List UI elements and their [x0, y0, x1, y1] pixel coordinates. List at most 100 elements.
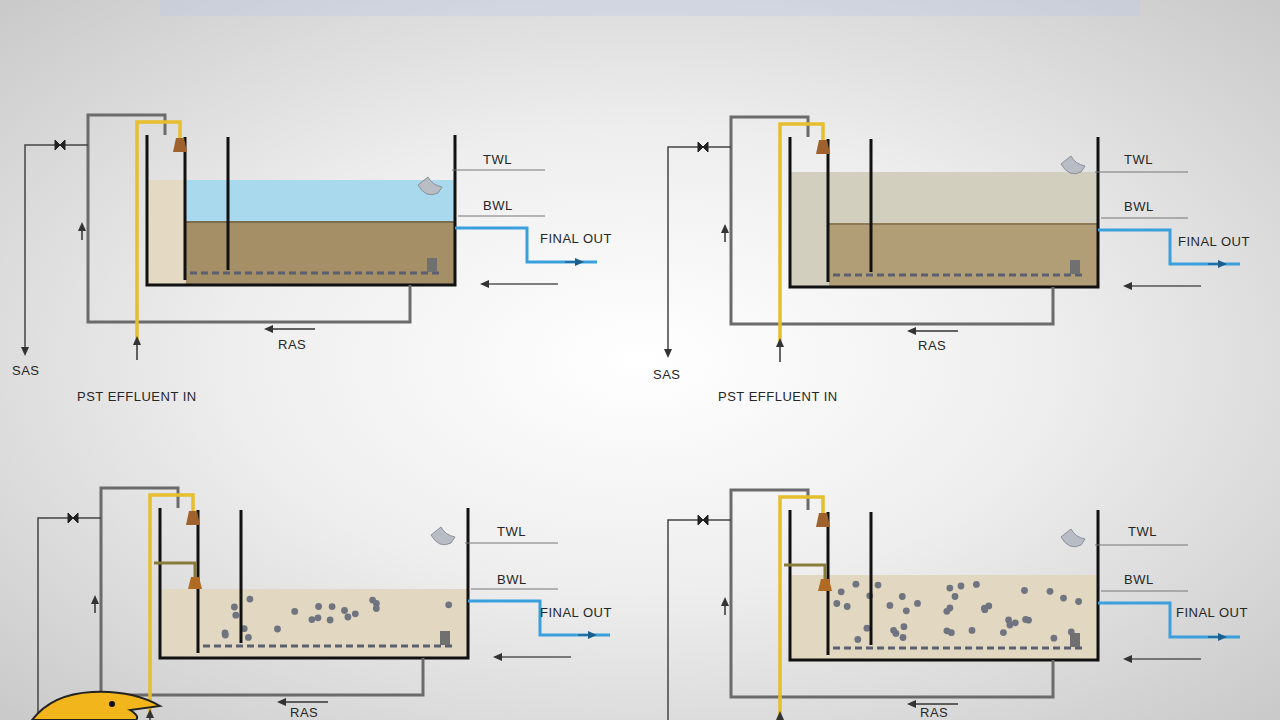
air-bubble: [329, 603, 336, 610]
valve: [698, 142, 708, 152]
valve: [55, 140, 65, 150]
air-bubble: [969, 627, 976, 634]
return-arrow-line: [1129, 285, 1201, 287]
twl-label: TWL: [1128, 524, 1157, 539]
valve: [698, 515, 708, 525]
air-bubble: [1060, 595, 1067, 602]
air-bubble: [946, 585, 953, 592]
air-bubble: [890, 627, 897, 634]
inlet-nozzle: [816, 140, 830, 154]
decanter: [1061, 529, 1085, 547]
baffle-wall: [227, 137, 230, 270]
sbr-tank-panel: [664, 490, 1240, 720]
air-bubble: [247, 596, 254, 603]
return-arrow-line: [1129, 658, 1201, 660]
inlet-nozzle: [818, 579, 832, 591]
air-bubble: [445, 601, 452, 608]
return-arrow-line: [486, 283, 558, 285]
air-bubble: [833, 600, 840, 607]
inlet-nozzle: [188, 577, 202, 589]
air-bubble: [899, 593, 906, 600]
ras-arrow: [283, 701, 328, 703]
eagle-eye: [109, 701, 115, 707]
sbr-tank-panel: [21, 115, 597, 360]
bwl-label: BWL: [1124, 572, 1154, 587]
influent-pipe: [780, 124, 823, 347]
return-arrow-head: [1123, 282, 1132, 290]
heading-band: [160, 0, 1140, 16]
air-bubble: [245, 634, 252, 641]
ras-arrow: [913, 703, 958, 705]
bwl-label: BWL: [483, 198, 513, 213]
settled-sludge: [829, 224, 1097, 287]
ras-label: RAS: [278, 337, 306, 352]
flow-arrow: [78, 222, 86, 231]
baffle-wall: [240, 510, 243, 643]
air-bubble: [1021, 587, 1028, 594]
sas-label: SAS: [653, 367, 681, 382]
air-bubble: [352, 610, 359, 617]
baffle-wall: [870, 512, 873, 645]
diffuser-grid: [833, 274, 1083, 277]
decanter: [1061, 156, 1085, 174]
air-bubble: [973, 581, 980, 588]
tank-wall: [147, 135, 455, 285]
tank-wall: [790, 510, 1098, 660]
influent-label: PST EFFLUENT IN: [718, 389, 838, 404]
bwl-line: [458, 216, 545, 217]
pump: [1070, 633, 1080, 647]
return-arrow-head: [1123, 655, 1132, 663]
tank-wall: [790, 137, 1098, 287]
pump: [440, 631, 450, 645]
air-bubble: [222, 632, 229, 639]
sas-label: SAS: [12, 363, 40, 378]
return-arrow-head: [493, 653, 502, 661]
valve: [68, 513, 78, 523]
outlet-arrow: [565, 261, 578, 263]
sas-arrow: [664, 349, 672, 358]
air-bubble: [981, 606, 988, 613]
flow-arrow: [91, 595, 99, 604]
air-bubble: [887, 602, 894, 609]
mixed-liquor: [148, 180, 454, 285]
air-bubble: [345, 614, 352, 621]
baffle-wall: [184, 137, 187, 280]
ras-arrow: [907, 327, 916, 335]
ras-label: RAS: [920, 705, 948, 720]
air-bubble: [875, 582, 882, 589]
final-out-label: FINAL OUT: [540, 231, 612, 246]
bwl-line: [471, 589, 558, 590]
mixed-liquor: [791, 575, 1097, 660]
influent-arrow: [776, 338, 784, 347]
twl-label: TWL: [497, 524, 526, 539]
air-bubble: [373, 605, 380, 612]
influent-pipe: [780, 497, 823, 720]
air-bubble: [315, 603, 322, 610]
outlet-arrow: [1208, 636, 1221, 638]
influent-branch: [154, 563, 195, 579]
sas-line: [38, 518, 101, 720]
flow-arrow: [721, 224, 729, 233]
selector-zone: [148, 180, 185, 285]
air-bubble: [1047, 588, 1054, 595]
return-arrow-line: [499, 656, 571, 658]
decanter: [431, 527, 455, 545]
air-bubble: [853, 581, 860, 588]
influent-pipe: [137, 122, 180, 345]
ras-label: RAS: [290, 705, 318, 720]
bwl-label: BWL: [497, 572, 527, 587]
air-bubble: [309, 616, 316, 623]
mixed-liquor: [161, 589, 467, 658]
diffuser-grid: [203, 645, 453, 648]
air-bubble: [315, 614, 322, 621]
diffuser-grid: [190, 272, 440, 275]
mixed-liquor: [791, 172, 1097, 287]
outlet-arrow: [1208, 263, 1221, 265]
inlet-nozzle: [186, 511, 200, 525]
air-bubble: [231, 604, 238, 611]
air-bubble: [1051, 635, 1058, 642]
baffle-wall: [827, 139, 830, 282]
influent-arrow: [776, 711, 784, 720]
twl-line: [1095, 545, 1188, 546]
